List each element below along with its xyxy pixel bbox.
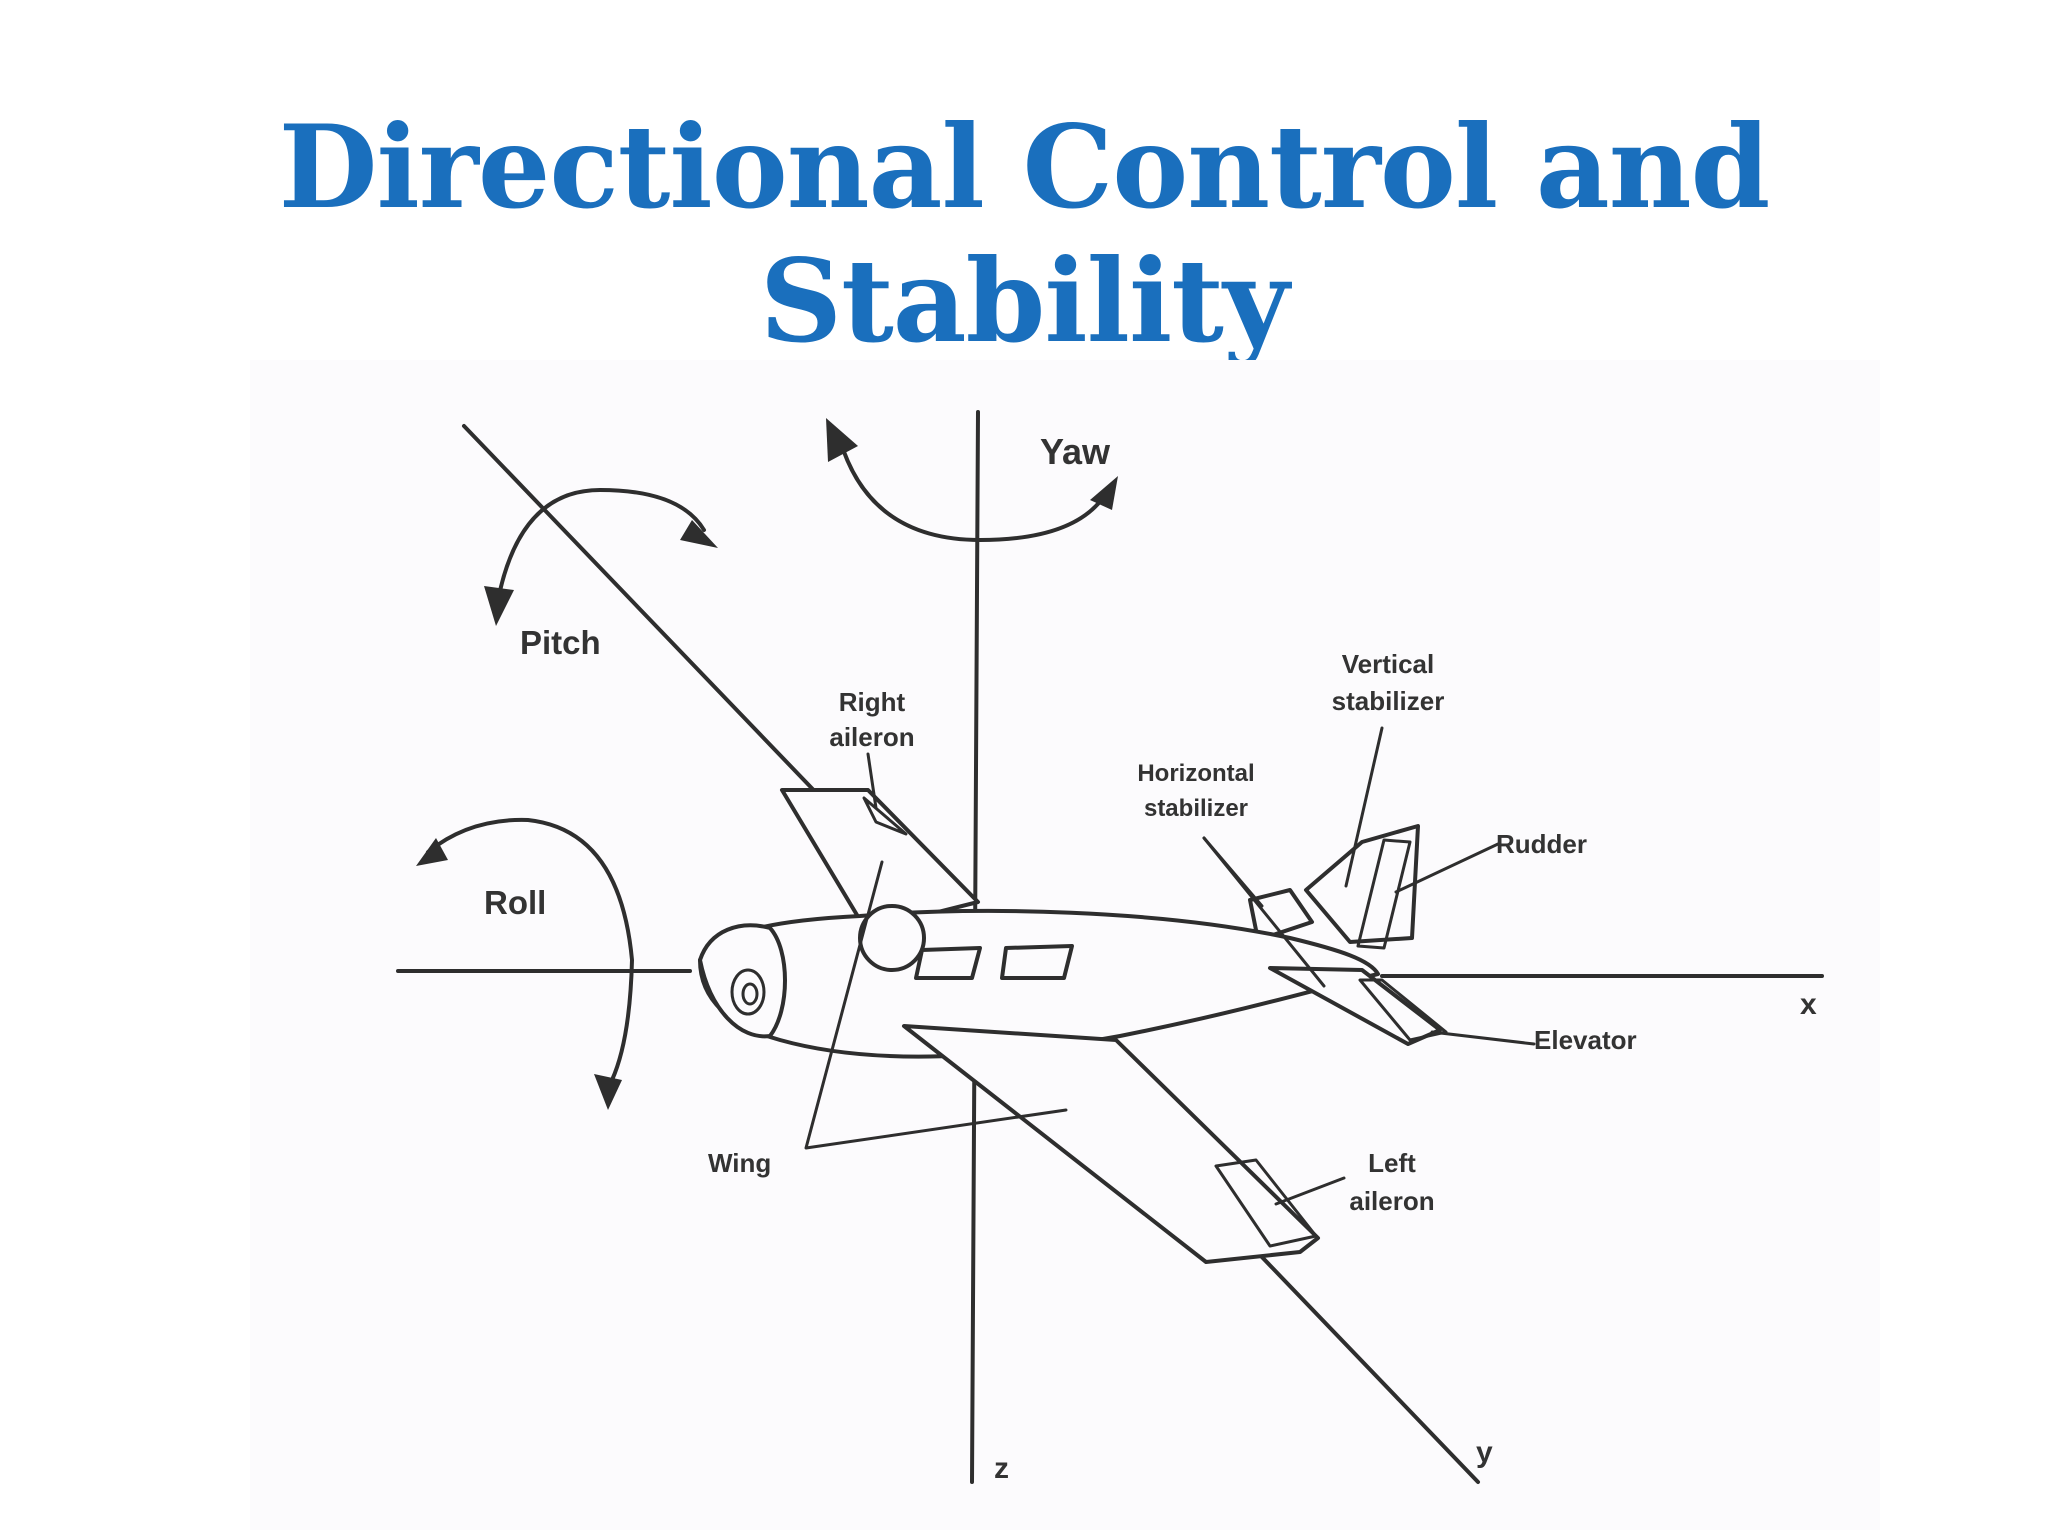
left-aileron-surface — [1214, 1158, 1318, 1248]
label-axis-x: x — [1800, 988, 1817, 1021]
label-right-aileron-2: aileron — [829, 722, 914, 752]
left-wing — [902, 1024, 1320, 1264]
label-horizontal-stabilizer-2: stabilizer — [1144, 795, 1248, 822]
leader-right-aileron — [866, 752, 878, 810]
label-right-aileron-1: Right — [839, 687, 906, 717]
label-vertical-stabilizer-2: stabilizer — [1332, 686, 1445, 716]
right-wing — [780, 788, 980, 932]
leader-left-aileron — [1274, 1176, 1346, 1206]
leader-rudder — [1394, 842, 1500, 894]
slide-title: Directional Control and Stability — [278, 100, 1771, 368]
label-horizontal-stabilizer-1: Horizontal — [1137, 760, 1254, 787]
label-roll: Roll — [484, 884, 546, 921]
leader-elevator — [1430, 1030, 1536, 1046]
leader-lines — [804, 726, 1536, 1206]
labels: Yaw Pitch Roll Right aileron Vertical st… — [484, 431, 1817, 1485]
pitch-arrow — [484, 488, 718, 626]
horizontal-stabilizer-far — [1248, 888, 1314, 942]
leader-wing — [804, 860, 1068, 1150]
label-vertical-stabilizer-1: Vertical — [1342, 649, 1435, 679]
canopy — [858, 904, 926, 972]
aircraft — [698, 788, 1448, 1264]
spinner — [730, 968, 766, 1016]
yaw-arrow — [826, 418, 1118, 542]
nose-cowl — [698, 923, 787, 1039]
leader-horizontal-stabilizer-2 — [1202, 836, 1326, 988]
spinner-inner — [741, 982, 759, 1006]
rudder-surface — [1356, 838, 1412, 950]
label-yaw: Yaw — [1040, 431, 1111, 472]
label-axis-y: y — [1476, 1436, 1493, 1469]
window-2 — [1000, 944, 1074, 980]
roll-arrow — [416, 817, 634, 1110]
label-axis-z: z — [994, 1452, 1009, 1485]
label-wing: Wing — [708, 1148, 771, 1178]
label-left-aileron-1: Left — [1368, 1148, 1416, 1178]
label-elevator: Elevator — [1534, 1025, 1637, 1055]
elevator-surface — [1358, 978, 1448, 1042]
label-left-aileron-2: aileron — [1349, 1186, 1434, 1216]
label-rudder: Rudder — [1496, 829, 1587, 859]
label-pitch: Pitch — [520, 624, 601, 661]
right-aileron-surface — [862, 796, 908, 836]
leader-vertical-stabilizer — [1344, 726, 1384, 888]
window-1 — [914, 946, 982, 980]
